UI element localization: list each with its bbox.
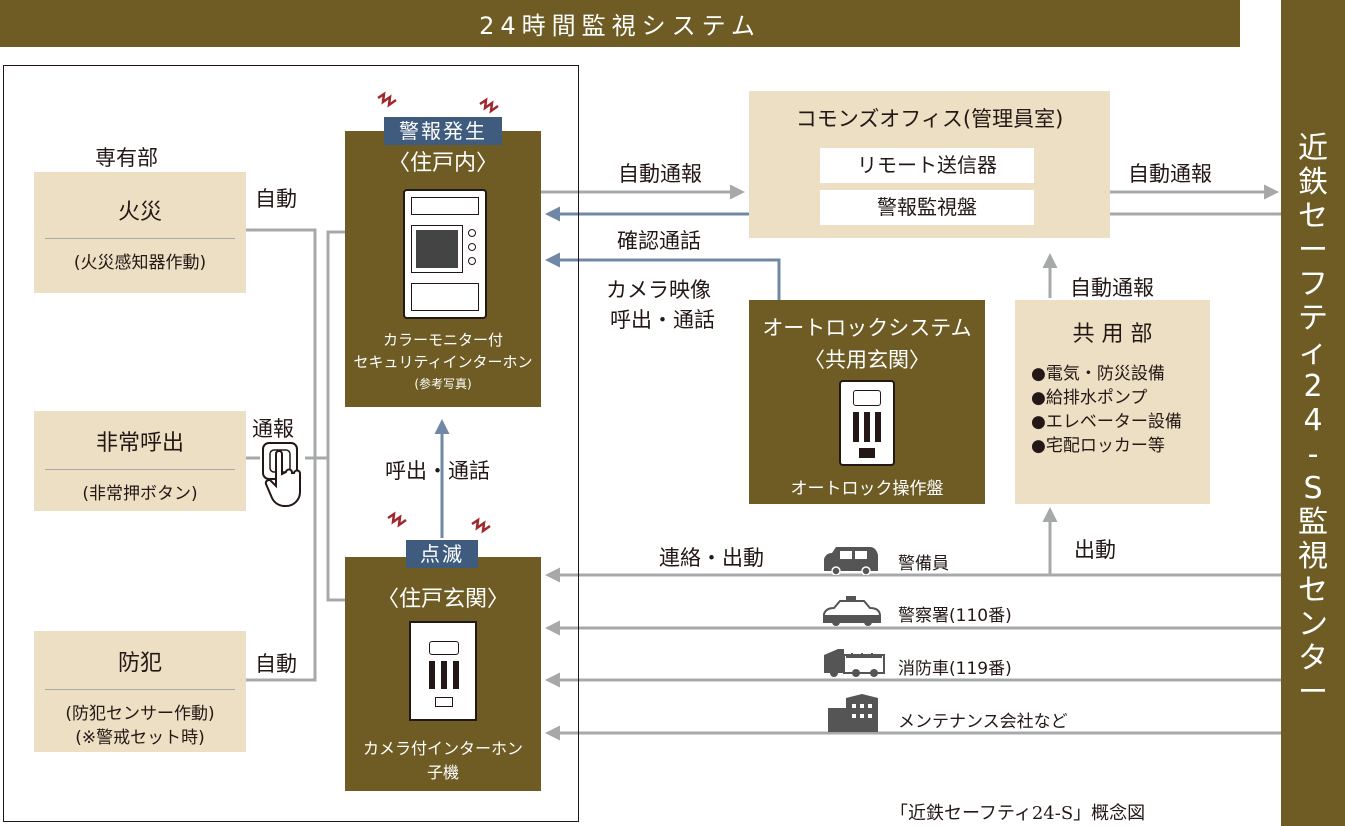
- camera-image-label: カメラ映像: [606, 278, 711, 302]
- intercom-monitor-icon: [403, 189, 487, 319]
- call-talk-label: 呼出・通話: [610, 308, 715, 332]
- indoor-caption1: カラーモニター付: [382, 331, 503, 349]
- monitoring-center: 近 鉄 セ ー フ テ ィ 2 4 - S 監 視 セ ン タ ー: [1281, 0, 1345, 826]
- center-char: ン: [1298, 607, 1328, 642]
- crime-box: 防犯 (防犯センサー作動) (※警戒セット時): [34, 631, 246, 752]
- autolock-panel-icon: [839, 380, 895, 466]
- divider: [45, 238, 235, 239]
- crime-sub2: (※警戒セット時): [75, 728, 205, 748]
- entrance-unit-box: 〈住戸玄関〉 カメラ付インターホン 子機: [345, 557, 541, 791]
- center-char: 鉄: [1298, 165, 1328, 200]
- figure-caption: 「近鉄セーフティ24-S」概念図: [890, 803, 1146, 824]
- crime-sub1: (防犯センサー作動): [65, 704, 215, 724]
- center-char: ー: [1298, 233, 1328, 268]
- fire-box: 火災 (火災感知器作動): [34, 172, 246, 293]
- private-area-frame: [3, 65, 579, 822]
- center-char: 2: [1303, 369, 1323, 404]
- center-char: ィ: [1298, 335, 1328, 370]
- fire-dept-label: 消防車(119番): [898, 659, 1012, 679]
- autolock-caption: オートロック操作盤: [790, 479, 944, 499]
- center-char: S: [1303, 471, 1323, 506]
- office-box: コモンズオフィス(管理員室) リモート送信器 警報監視盤: [749, 91, 1110, 238]
- entrance-caption2: 子機: [426, 763, 459, 782]
- autolock-box: オートロックシステム 〈共用玄関〉 オートロック操作盤: [749, 300, 985, 504]
- remote-transmitter: リモート送信器: [820, 148, 1034, 183]
- center-char: 監: [1298, 505, 1328, 540]
- building-icon: [826, 694, 880, 732]
- private-area-header: 専有部: [95, 146, 158, 170]
- center-char: ー: [1298, 675, 1328, 710]
- police-label: 警察署(110番): [898, 606, 1012, 626]
- autolock-subtitle: 〈共用玄関〉: [804, 348, 930, 372]
- indoor-caption2: セキュリティインターホン: [353, 353, 533, 371]
- page-title: 24時間監視システム: [479, 12, 761, 40]
- door-intercom-icon: [409, 621, 477, 721]
- center-char: セ: [1298, 199, 1328, 234]
- dispatch-label: 出動: [1074, 538, 1116, 562]
- report-label: 通報: [252, 417, 294, 441]
- center-char: -: [1307, 437, 1319, 472]
- emergency-title: 非常呼出: [95, 431, 184, 456]
- office-title: コモンズオフィス(管理員室): [795, 107, 1064, 131]
- crime-title: 防犯: [117, 651, 162, 676]
- center-char: タ: [1298, 641, 1328, 676]
- indoor-caption3: (参考写真): [414, 377, 472, 391]
- common-title: 共 用 部: [1072, 322, 1153, 347]
- fire-title: 火災: [117, 200, 162, 225]
- common-item: ●給排水ポンプ: [1031, 388, 1148, 408]
- blink-tag: 点滅: [406, 540, 478, 568]
- maintenance-label: メンテナンス会社など: [898, 712, 1068, 732]
- auto-report-label: 自動通報: [1070, 276, 1154, 300]
- auto-label: 自動: [255, 187, 297, 211]
- center-char: 視: [1298, 539, 1328, 574]
- alarm-tag: 警報発生: [384, 117, 502, 145]
- emergency-sub: (非常押ボタン): [82, 484, 198, 504]
- fire-truck-icon: [822, 645, 886, 679]
- common-item: ●宅配ロッカー等: [1031, 436, 1165, 456]
- alarm-squiggle-icon: [377, 91, 499, 534]
- call-talk-label: 呼出・通話: [385, 459, 490, 483]
- common-item: ●電気・防災設備: [1031, 364, 1165, 384]
- center-char: テ: [1298, 301, 1328, 336]
- divider: [45, 689, 235, 690]
- indoor-unit-box: 〈住戸内〉 カラーモニター付 セキュリティインターホン (参考写真): [345, 131, 541, 407]
- confirm-call-label: 確認通話: [617, 229, 701, 253]
- center-char: 4: [1303, 403, 1323, 438]
- auto-report-label: 自動通報: [618, 162, 702, 186]
- entrance-caption1: カメラ付インターホン: [362, 739, 523, 758]
- emergency-box: 非常呼出 (非常押ボタン): [34, 411, 246, 511]
- common-item: ●エレベーター設備: [1031, 412, 1182, 432]
- divider: [45, 469, 235, 470]
- common-area-box: 共 用 部 ●電気・防災設備 ●給排水ポンプ ●エレベーター設備 ●宅配ロッカー…: [1015, 300, 1210, 504]
- indoor-title: 〈住戸内〉: [387, 151, 498, 176]
- fire-sub: (火災感知器作動): [73, 253, 207, 273]
- police-car-icon: [822, 596, 882, 626]
- push-button-icon: [260, 440, 306, 514]
- auto-label: 自動: [255, 652, 297, 676]
- autolock-title: オートロックシステム: [762, 316, 972, 340]
- alarm-panel: 警報監視盤: [820, 190, 1034, 225]
- title-bar: 24時間監視システム: [0, 0, 1240, 47]
- center-char: 近: [1298, 131, 1328, 166]
- guard-label: 警備員: [898, 554, 949, 574]
- contact-dispatch-label: 連絡・出動: [659, 546, 764, 570]
- entrance-title: 〈住戸玄関〉: [376, 587, 509, 612]
- car-icon: [822, 545, 880, 576]
- auto-report-label: 自動通報: [1128, 162, 1212, 186]
- center-char: フ: [1298, 267, 1328, 302]
- center-char: セ: [1298, 573, 1328, 608]
